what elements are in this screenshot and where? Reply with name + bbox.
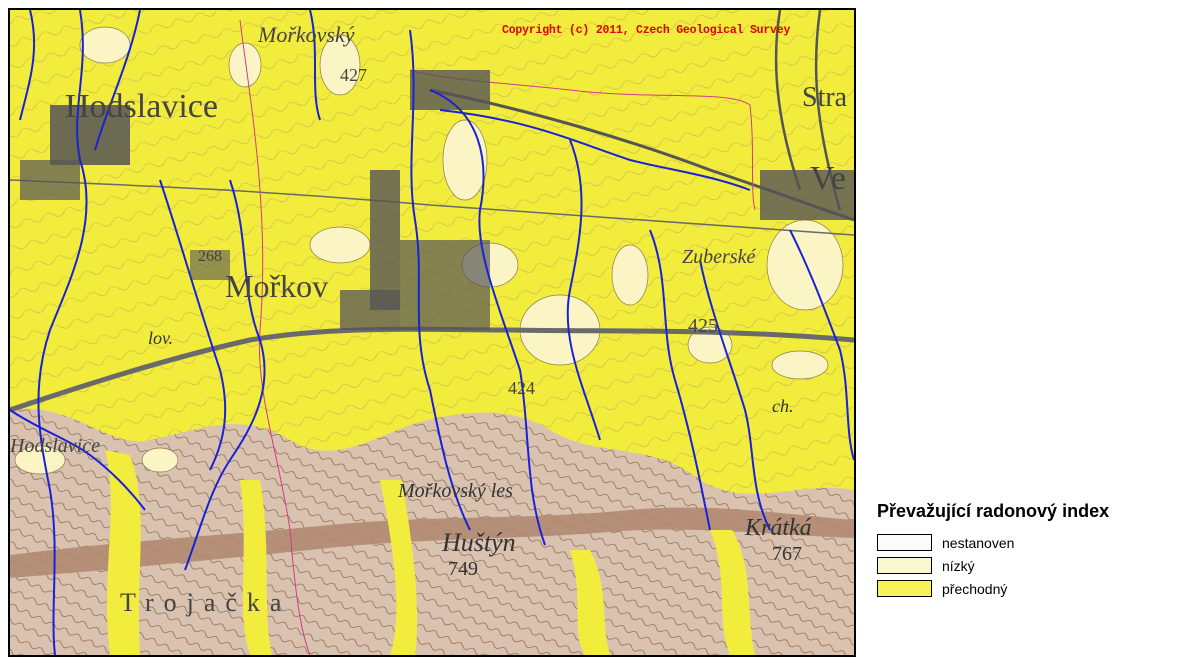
legend-label: přechodný [942, 580, 1008, 597]
legend-title: Převažující radonový index [877, 501, 1110, 521]
map-label-749: 749 [448, 558, 478, 580]
map-label-424: 424 [508, 378, 535, 398]
legend-item-prechodny: přechodný [877, 577, 1177, 600]
map-label-morkovsky-les: Mořkovský les [398, 480, 513, 502]
road-secondary [10, 179, 854, 236]
settlements [20, 70, 854, 330]
valley-5 [710, 530, 755, 655]
map-canvas [10, 10, 854, 655]
map-label-427: 427 [340, 65, 367, 85]
map-label-hodslavice: Hodslavice [65, 88, 218, 125]
map-label-morkov: Mořkov [225, 268, 329, 304]
legend: Převažující radonový index nestanoven ní… [877, 501, 1177, 600]
map-label-ve: Ve [810, 160, 846, 197]
legend-label: nestanoven [942, 534, 1015, 551]
legend-swatch [877, 557, 932, 574]
map-label-ch: ch. [772, 396, 794, 416]
map-label-425: 425 [688, 315, 718, 337]
map-label-morkovsky: Mořkovský [258, 22, 355, 47]
legend-swatch [877, 534, 932, 551]
map-label-767: 767 [772, 543, 802, 565]
map-label-zuberske: Zuberské [682, 246, 756, 268]
map-label-stra: Stra [802, 82, 848, 113]
legend-item-nizky: nízký [877, 554, 1177, 577]
map-label-hodslavice-south: Hodslavice [10, 435, 100, 457]
legend-swatch [877, 580, 932, 597]
map-label-kratka: Krátká [745, 515, 812, 541]
map-label-268: 268 [198, 248, 222, 265]
map-label-lov: lov. [148, 328, 174, 348]
streams [10, 10, 854, 655]
legend-label: nízký [942, 557, 975, 574]
map-label-hustyn: Huštýn [442, 528, 516, 557]
nizky-patches [14, 26, 844, 475]
map-label-trojacka: Trojačka [120, 588, 292, 617]
valley-2 [240, 480, 272, 655]
valley-4 [570, 550, 610, 655]
valley-1 [105, 450, 141, 655]
legend-item-nestanoven: nestanoven [877, 531, 1177, 554]
ridge-band [10, 507, 854, 578]
geological-map[interactable]: Hodslavice Mořkovský 427 Mořkov Zuberské… [8, 8, 856, 657]
copyright-notice: Copyright (c) 2011, Czech Geological Sur… [502, 24, 791, 37]
valley-3 [380, 480, 418, 655]
